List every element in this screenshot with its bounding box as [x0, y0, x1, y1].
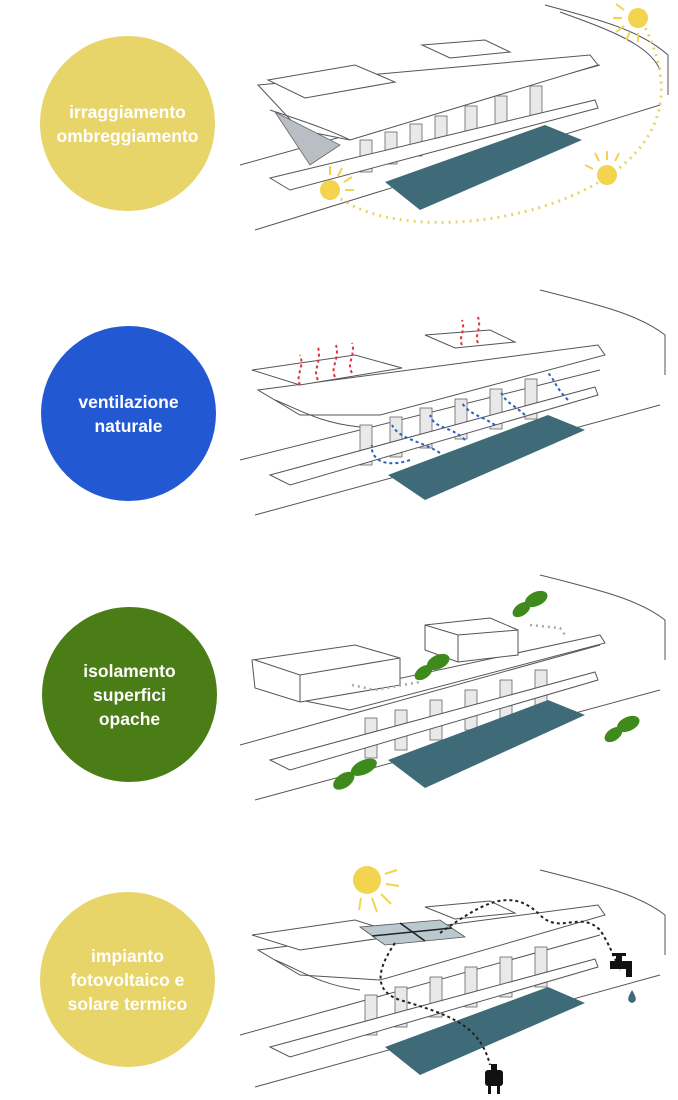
cool-air-arrows: [370, 372, 569, 465]
topic-circle-ventilazione: ventilazione naturale: [41, 326, 216, 501]
faucet-icon: [610, 953, 632, 977]
pool: [388, 415, 585, 500]
topic-label: ventilazione naturale: [78, 391, 179, 436]
panel-impianto: impianto fotovoltaico e solare termico: [0, 825, 678, 1100]
pool: [385, 125, 582, 210]
leaf-icon: [414, 653, 450, 681]
sun-icon: [320, 166, 354, 200]
topic-circle-impianto: impianto fotovoltaico e solare termico: [40, 892, 215, 1067]
cable: [439, 899, 621, 971]
pool: [385, 987, 585, 1075]
panel-isolamento: isolamento superfici opache: [0, 550, 678, 825]
sun-icon: [613, 3, 648, 42]
cable: [379, 942, 491, 1066]
panel-irraggiamento: irraggiamento ombreggiamento: [0, 0, 678, 275]
water-drop-icon: [628, 990, 636, 1003]
topic-label: irraggiamento ombreggiamento: [56, 101, 199, 146]
building-diagram-solar-systems: [239, 866, 666, 1094]
leaf-icon: [512, 590, 548, 618]
topic-label: impianto fotovoltaico e solare termico: [67, 945, 188, 1014]
plug-icon: [485, 1064, 503, 1094]
panel-ventilazione: ventilazione naturale: [0, 275, 678, 550]
warm-air-arrows: [297, 316, 481, 386]
sun-icon: [584, 151, 620, 185]
leaf-icon: [333, 758, 377, 790]
topic-label: isolamento superfici opache: [83, 660, 176, 729]
sun-icon: [353, 866, 400, 913]
building-diagram-insulation: [239, 574, 666, 801]
building-diagram-ventilation: [239, 289, 666, 516]
building-diagram-solar: [239, 3, 669, 231]
leaf-icon: [604, 715, 640, 743]
pool: [388, 700, 585, 788]
topic-circle-irraggiamento: irraggiamento ombreggiamento: [40, 36, 215, 211]
topic-circle-isolamento: isolamento superfici opache: [42, 607, 217, 782]
photovoltaic-panels: [358, 919, 467, 946]
